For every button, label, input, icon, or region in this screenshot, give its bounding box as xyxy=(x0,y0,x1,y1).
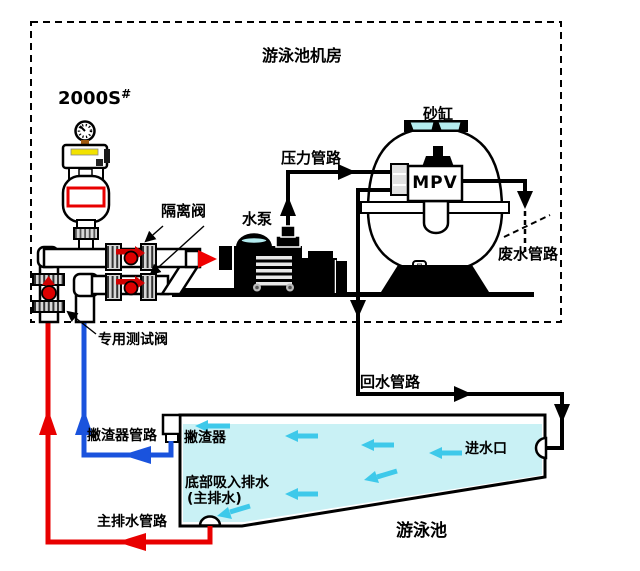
skimmer-label: 撇渣器 xyxy=(184,430,226,446)
machine-room-boundary xyxy=(30,21,562,323)
main-drain xyxy=(198,515,222,527)
pump-motor xyxy=(301,258,337,294)
return-pipe xyxy=(350,188,570,450)
filter-union xyxy=(390,163,409,196)
inlet-fitting xyxy=(534,436,548,460)
bottom-drain-label-2: (主排水) xyxy=(187,491,242,507)
sand-filter xyxy=(360,120,510,292)
controller-model-text: 2000S xyxy=(58,88,122,109)
pressure-gauge-icon xyxy=(74,120,96,147)
test-valve-label: 专用测试阀 xyxy=(98,332,168,348)
bottom-drain-label-1: 底部吸入排水 xyxy=(185,475,269,491)
isolation-valve-2 xyxy=(105,273,157,301)
flow-arrows xyxy=(195,420,462,519)
inlet-label: 进水口 xyxy=(465,441,507,457)
controller-unit xyxy=(61,120,111,252)
pump-inlet-fitting xyxy=(219,246,232,270)
return-pipe-label: 回水管路 xyxy=(360,373,421,391)
controller-model-suffix: # xyxy=(121,87,132,101)
skimmer-pipe xyxy=(75,322,174,464)
skimmer-box xyxy=(161,413,182,443)
pump xyxy=(178,225,347,296)
room-title: 游泳池机房 xyxy=(262,46,343,65)
manifold xyxy=(32,243,217,324)
controller-window xyxy=(66,186,106,208)
controller-display xyxy=(70,148,99,156)
waste-pipe-label: 废水管路 xyxy=(498,245,559,263)
pressure-pipe-label: 压力管路 xyxy=(281,149,342,167)
floor-line xyxy=(172,292,534,297)
pump-inlet-arrow xyxy=(198,250,217,268)
main-drain-pipe xyxy=(39,322,213,551)
isolation-valve-label: 隔离阀 xyxy=(161,202,207,220)
mpv-label: MPV xyxy=(412,173,458,193)
test-valve xyxy=(32,273,65,313)
skimmer-pipe-label: 撇渣器管路 xyxy=(87,428,157,444)
label-leaders xyxy=(66,225,205,335)
main-drain-pipe-label: 主排水管路 xyxy=(97,514,167,530)
strainer-lid-window xyxy=(240,236,268,245)
sand-filter-label: 砂缸 xyxy=(423,105,454,123)
controller-model-label: 2000S# xyxy=(58,87,132,109)
pump-label: 水泵 xyxy=(242,210,273,228)
mpv-box xyxy=(406,164,464,203)
isolation-valve-1 xyxy=(105,243,157,271)
pool-label: 游泳池 xyxy=(396,521,447,541)
waste-pipe xyxy=(462,179,551,252)
pressure-pipe xyxy=(280,164,391,234)
